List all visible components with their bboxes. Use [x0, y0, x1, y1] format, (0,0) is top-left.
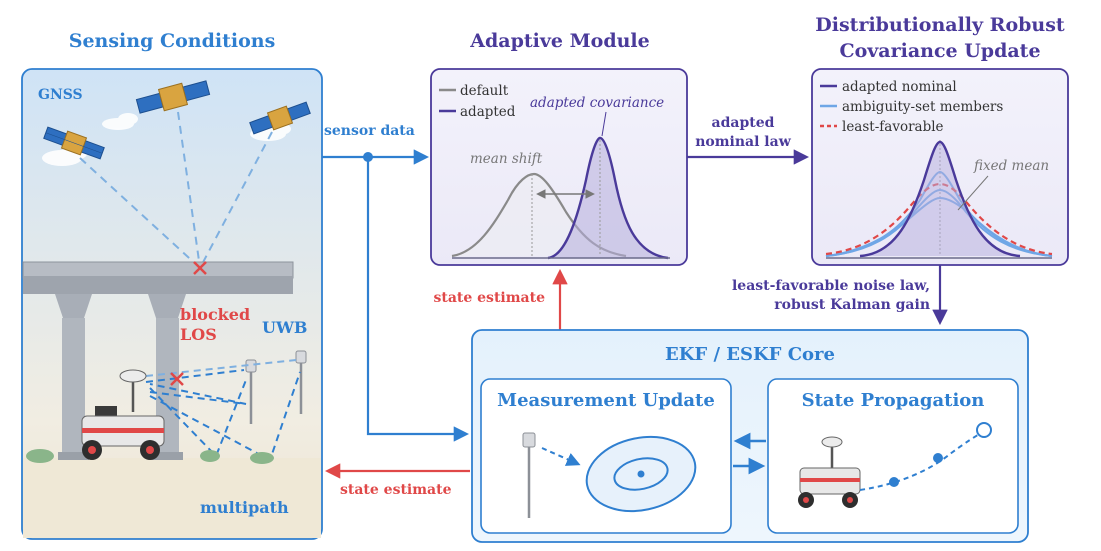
- dr-title-line1: Distributionally Robust: [815, 14, 1065, 36]
- legend-adapted-nominal: adapted nominal: [842, 79, 957, 95]
- state-estimate-up-label: state estimate: [433, 290, 545, 306]
- gnss-label: GNSS: [38, 87, 83, 103]
- uwb-antenna-icon: [522, 432, 536, 518]
- adapted-nominal-curve: [859, 140, 1021, 258]
- legend-least-favorable: least-favorable: [842, 119, 944, 135]
- trajectory-point: [933, 453, 943, 463]
- uwb-label: UWB: [262, 318, 307, 337]
- sensing-title: Sensing Conditions: [69, 30, 276, 52]
- uwb-antenna-icon: [295, 350, 307, 414]
- sensor-data-arrow: [322, 149, 470, 442]
- adaptive-title: Adaptive Module: [469, 30, 649, 52]
- adapted-law-label-line2: nominal law: [695, 134, 791, 150]
- trajectory-target: [976, 422, 992, 438]
- cloud-icon: [102, 113, 138, 130]
- state-propagation-title: State Propagation: [802, 390, 985, 411]
- blocked-label-line2: LOS: [180, 325, 217, 344]
- robot-icon: [798, 436, 861, 508]
- legend-adapted: adapted: [460, 104, 516, 120]
- ekf-core-title: EKF / ESKF Core: [665, 344, 835, 365]
- multipath-label: multipath: [200, 498, 289, 517]
- dr-title-line2: Covariance Update: [839, 40, 1040, 62]
- satellite-icon: [249, 101, 311, 135]
- bridge-overpass: [22, 261, 294, 460]
- ekf-core-panel: EKF / ESKF Core Measurement Update State…: [471, 329, 1029, 543]
- legend-ambiguity-members: ambiguity-set members: [842, 99, 1003, 115]
- blocked-label-line1: blocked: [180, 305, 250, 324]
- satellite-icon: [135, 80, 211, 114]
- sensor-data-label: sensor data: [324, 123, 415, 139]
- uwb-blocked-x-icon: [170, 372, 184, 386]
- uwb-antenna-icon: [245, 359, 257, 424]
- measurement-update-title: Measurement Update: [497, 390, 715, 411]
- adaptive-panel: default adapted adapted covariance mean …: [430, 68, 688, 266]
- trajectory-point: [889, 477, 899, 487]
- state-estimate-left-label: state estimate: [340, 482, 452, 498]
- adapted-law-label-line1: adapted: [712, 115, 775, 131]
- mean-shift-annotation: mean shift: [470, 151, 543, 167]
- sensing-panel: GNSS: [21, 68, 323, 540]
- least-favorable-curve: [825, 182, 1053, 256]
- covariance-ellipse-icon: [585, 435, 697, 513]
- sensor-branch-dot: [363, 152, 373, 162]
- least-favorable-label-line1: least-favorable noise law,: [732, 278, 930, 294]
- measurement-dashed-arrow: [541, 447, 581, 466]
- satellite-icon: [43, 126, 105, 160]
- gnss-signal-lines: [79, 111, 273, 269]
- legend-default: default: [460, 83, 509, 99]
- dr-panel: adapted nominal ambiguity-set members le…: [811, 68, 1069, 266]
- adapted-distribution-curve: [547, 136, 669, 260]
- robot-icon: [81, 369, 165, 460]
- bush-icon: [26, 449, 274, 464]
- blocked-x-icon: [193, 261, 207, 275]
- least-favorable-label-line2: robust Kalman gain: [774, 297, 930, 313]
- adapted-covariance-annotation: adapted covariance: [530, 95, 664, 111]
- fixed-mean-annotation: fixed mean: [973, 158, 1049, 174]
